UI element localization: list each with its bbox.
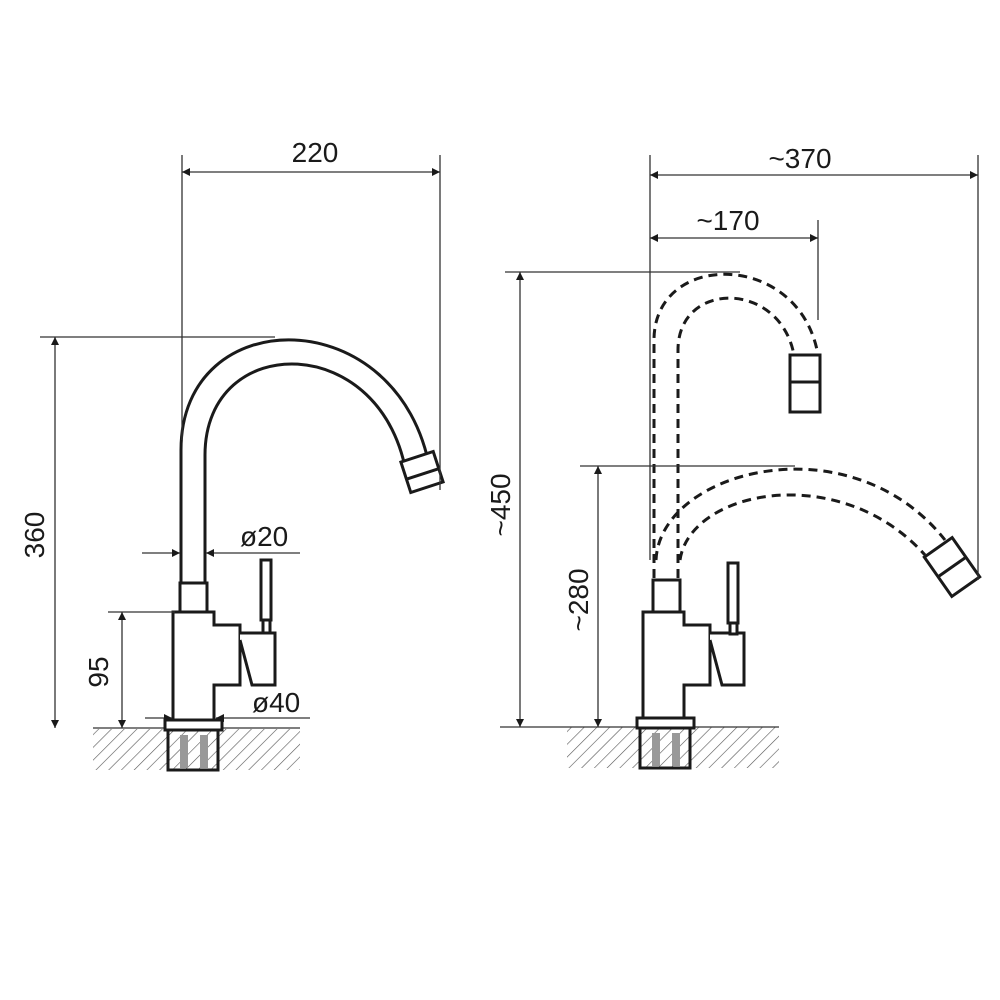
left-faucet-view: 220 360 95 ø20 ø40 [19,137,446,772]
width-label: 220 [292,137,339,168]
lowered-nozzle [922,535,982,599]
spout-outer [179,338,432,583]
height-label: 360 [19,512,50,559]
countertop-hatch [93,729,300,770]
body-height-label: 95 [83,656,114,687]
faucet-body [171,610,242,722]
reach-label: ~370 [768,143,831,174]
lowered-height-label: ~280 [563,568,594,631]
spout-diameter-label: ø20 [240,521,288,552]
raised-spout-outer [652,272,820,578]
lever [259,558,273,622]
raised-reach-label: ~170 [696,205,759,236]
raised-height-label: ~450 [485,473,516,536]
right-faucet-view: ~370 ~170 ~450 ~280 [485,143,982,770]
lever [726,561,740,625]
spout-inner [203,362,409,583]
base-diameter-label: ø40 [252,687,300,718]
handle-block [708,631,746,687]
faucet-body [641,610,712,720]
lowered-spout-inner [678,493,927,561]
spout-collar [651,578,682,614]
lowered-spout-outer [654,467,947,561]
raised-nozzle [788,353,822,414]
handle-block [238,631,277,687]
spout-nozzle [398,449,446,495]
raised-spout-inner [676,296,796,578]
spout-collar [178,581,209,614]
